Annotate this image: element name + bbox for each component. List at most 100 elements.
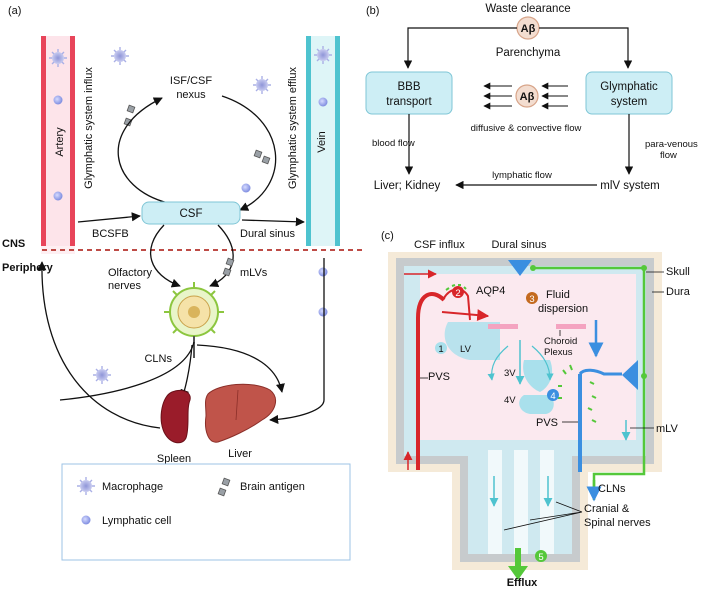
- spinal-column: [488, 450, 502, 554]
- olfactory-label-line2: nerves: [108, 280, 142, 292]
- clns-label: CLNs: [144, 353, 172, 365]
- pvs-left-label: PVS: [428, 371, 450, 383]
- choroid-plexus-right: [556, 324, 586, 329]
- csf-teal-arrow: [487, 345, 509, 381]
- spleen-label: Spleen: [157, 453, 191, 465]
- bcsfb-label: BCSFB: [92, 228, 129, 240]
- macrophage-icon: [252, 75, 272, 95]
- olfactory-label-line1: Olfactory: [108, 267, 153, 279]
- lymphatic-cell-icon: [241, 183, 251, 193]
- step-5-label: 5: [538, 552, 543, 563]
- abeta-middle-label: Aβ: [520, 91, 535, 103]
- influx-label: Glymphatic system influx: [83, 67, 95, 189]
- aqp4-channels: [445, 284, 467, 291]
- fluid-label-line2: dispersion: [538, 303, 588, 315]
- bbb-label-line2: transport: [386, 96, 432, 108]
- step-1-badge: [435, 342, 447, 354]
- legend-macrophage-label: Macrophage: [102, 481, 163, 493]
- artery-label: Artery: [54, 127, 66, 157]
- dural-sinus-icon: [508, 260, 532, 276]
- cln-to-spleen-arrow: [180, 344, 193, 399]
- lymphatic-flow-label: lymphatic flow: [492, 170, 552, 181]
- cranial-label-line1: Cranial &: [584, 503, 630, 515]
- clns-c-label: CLNs: [598, 483, 626, 495]
- step-5-badge: [535, 550, 547, 562]
- choroid-label-line1: Choroid: [544, 336, 577, 347]
- lv-label: LV: [460, 344, 472, 355]
- glymphatic-label-line2: system: [611, 96, 647, 108]
- abeta-middle-circle: [515, 84, 539, 108]
- panel-a-letter: (a): [8, 5, 21, 17]
- brain-antigen-icon: [126, 104, 136, 114]
- olfactory-arrow: [149, 224, 181, 288]
- lymphatic-cell-icon: [53, 95, 63, 105]
- v3-label: 3V: [504, 368, 516, 379]
- abeta-top-label: Aβ: [521, 23, 536, 35]
- lymphatic-cell-icon: [318, 267, 328, 277]
- panel-b: (b) Waste clearance Aβ Parenchyma BBB tr…: [365, 3, 698, 192]
- mlv-label: mLV: [656, 423, 678, 435]
- periphery-label: Periphery: [2, 262, 54, 274]
- mlvs-label: mLVs: [240, 267, 268, 279]
- parenchyma-label: Parenchyma: [496, 47, 561, 59]
- glymphatic-label-line1: Glymphatic: [600, 81, 658, 93]
- mlv-channels: [587, 381, 597, 423]
- fluid-red-arrow: [441, 309, 490, 322]
- blood-flow-label: blood flow: [372, 138, 415, 149]
- spleen-to-artery-arrow: [37, 261, 161, 429]
- v4-label: 4V: [504, 395, 516, 406]
- vein-branch: [578, 368, 622, 376]
- efflux-label: Glymphatic system efflux: [287, 66, 299, 189]
- third-ventricle: [523, 360, 553, 392]
- liver-kidney-label: Liver; Kidney: [374, 180, 441, 192]
- lymphatic-cell-icon: [81, 515, 91, 525]
- cln-to-spleen-line: [59, 341, 195, 401]
- vein-to-liver-arrow: [269, 258, 325, 424]
- fourth-ventricle: [519, 395, 554, 414]
- lymphatic-cell-icon: [318, 307, 328, 317]
- paravenous-label-line2: flow: [660, 150, 677, 161]
- csf-influx-label: CSF influx: [414, 239, 465, 251]
- spleen-icon: [160, 389, 191, 444]
- brain-antigen-icon: [217, 487, 227, 497]
- panel-c: (c): [381, 230, 691, 589]
- liver-icon: [205, 383, 277, 443]
- dural-sinus-c-label: Dural sinus: [491, 239, 547, 251]
- aqp4-channels: [558, 364, 573, 399]
- csf-box: [141, 201, 241, 225]
- step-2-badge: [452, 286, 464, 298]
- panel-b-letter: (b): [366, 5, 379, 17]
- clearance-right-arrow: [539, 27, 633, 69]
- panel-c-letter: (c): [381, 230, 394, 242]
- step-3-label: 3: [529, 294, 534, 305]
- skull-label: Skull: [666, 266, 690, 278]
- clearance-left-arrow: [403, 27, 517, 69]
- lymphatic-cell-icon: [53, 191, 63, 201]
- dural-sinus-label: Dural sinus: [240, 228, 296, 240]
- macrophage-icon: [76, 476, 96, 496]
- pvs-right-label: PVS: [536, 417, 558, 429]
- step-2-label: 2: [455, 288, 460, 299]
- legend-lymphatic-label: Lymphatic cell: [102, 515, 171, 527]
- spinal-column: [514, 450, 528, 554]
- lateral-ventricle: [444, 322, 500, 360]
- efflux-arrow-head: [508, 566, 528, 580]
- aqp4-label: AQP4: [476, 285, 505, 297]
- paravenous-label-line1: para-venous: [645, 139, 698, 150]
- legend-antigen-label: Brain antigen: [240, 481, 305, 493]
- step-4-label: 4: [550, 391, 555, 402]
- waste-clearance-label: Waste clearance: [485, 3, 570, 15]
- spinal-column: [540, 450, 554, 554]
- lymphatic-cell-icon: [318, 97, 328, 107]
- artery-path: [416, 292, 446, 470]
- macrophage-icon: [92, 365, 112, 385]
- brain-antigen-icon: [253, 149, 263, 159]
- mlvs-arrow: [209, 224, 234, 287]
- mlv-system-label: mlV system: [600, 180, 659, 192]
- csf-to-nexus-arrow: [117, 97, 169, 204]
- legend-box: [61, 463, 351, 561]
- macrophage-icon: [110, 46, 130, 66]
- fluid-label-line1: Fluid: [546, 289, 570, 301]
- step-4-badge: [547, 389, 559, 401]
